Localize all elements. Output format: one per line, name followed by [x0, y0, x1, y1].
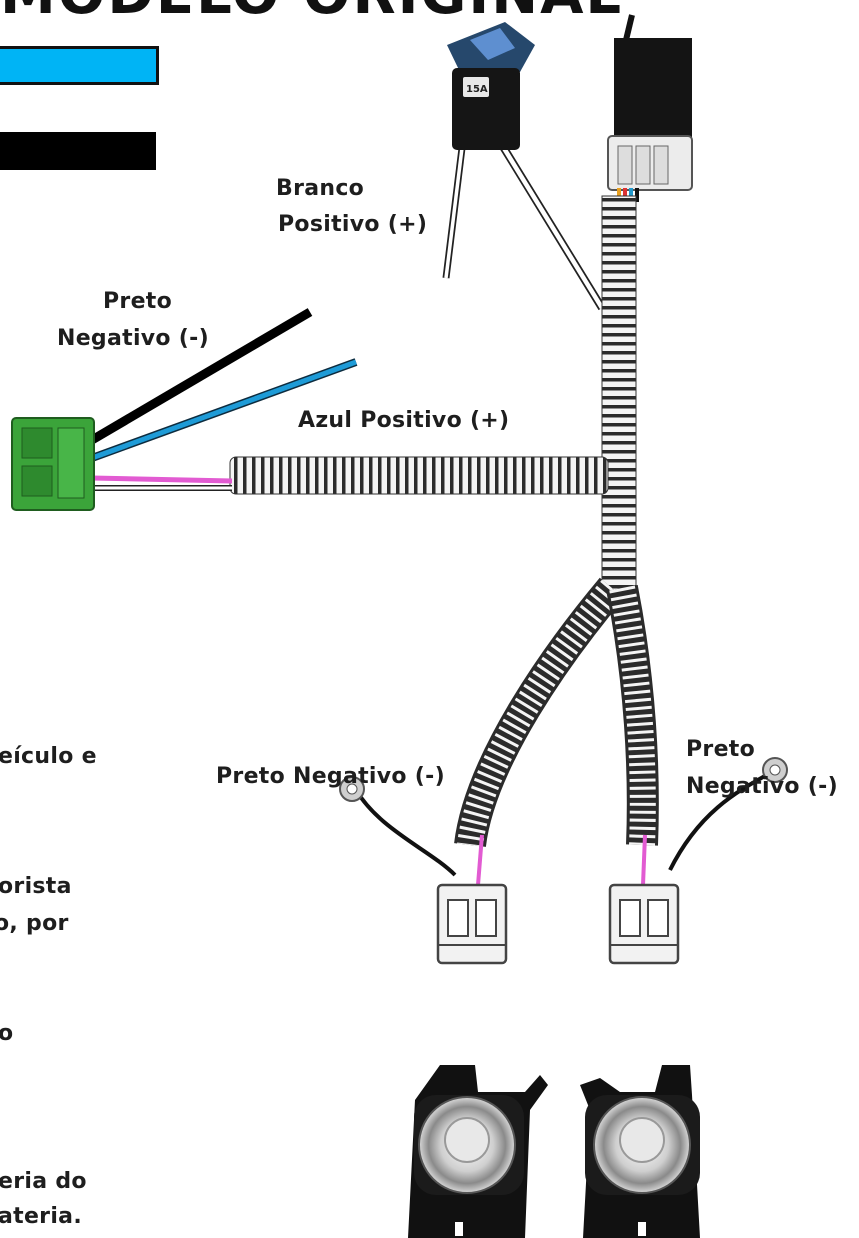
side-text-2: orista	[0, 874, 72, 899]
label-preto-top-line1: Preto	[103, 289, 173, 314]
plug-connector-icon	[608, 883, 680, 965]
plug-connector-icon	[436, 883, 508, 965]
fuse-label: 15A	[466, 84, 488, 95]
label-branco-line2: Positivo (+)	[278, 212, 428, 237]
fuse-holder-icon: 15A	[442, 22, 606, 311]
ring-terminal-icon	[339, 776, 365, 802]
side-text-5: eria do	[0, 1169, 87, 1194]
label-azul-positivo: Azul Positivo (+)	[298, 408, 510, 433]
green-connector-icon	[11, 417, 95, 511]
fog-lamp-icon	[580, 1065, 700, 1238]
relay-icon	[607, 14, 693, 202]
page-title: MODELO ORIGINAL	[0, 0, 621, 27]
label-preto-left: Preto Negativo (-)	[216, 764, 445, 789]
side-text-4: o	[0, 1021, 14, 1046]
label-branco-line1: Branco	[276, 176, 365, 201]
label-preto-top-line2: Negativo (-)	[57, 326, 209, 351]
legend-black-bar	[0, 132, 156, 170]
main-loom	[601, 195, 637, 597]
label-preto-right-line1: Preto	[686, 737, 756, 762]
pink-wire	[91, 475, 233, 484]
side-text-6: ateria.	[0, 1204, 82, 1229]
label-preto-right-line2: Negativo (-)	[686, 774, 838, 799]
black-wire	[89, 308, 313, 444]
horizontal-loom	[229, 456, 609, 495]
ring-terminal-icon	[762, 757, 788, 783]
legend-blue-bar	[0, 46, 159, 85]
side-text-1: eículo e	[0, 744, 97, 769]
fog-lamp-icon	[408, 1065, 548, 1238]
blue-wire	[91, 359, 357, 461]
side-text-3: o, por	[0, 911, 69, 936]
